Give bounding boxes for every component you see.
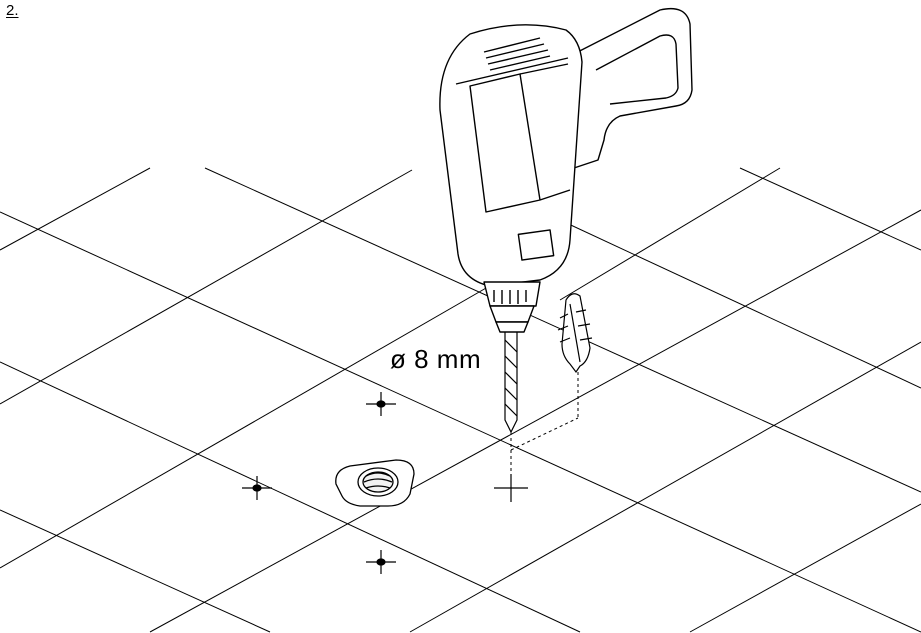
power-drill-icon bbox=[439, 7, 693, 333]
drill-position-mark-icon bbox=[366, 550, 396, 574]
drill-position-mark-icon bbox=[242, 476, 272, 500]
drill-bit-size-label: ø 8 mm bbox=[390, 344, 482, 374]
wall-plug-anchor-icon bbox=[557, 293, 593, 374]
alignment-guide-lines bbox=[510, 372, 579, 474]
drill-position-mark-icon bbox=[366, 392, 396, 416]
drill-target-crosshair-icon bbox=[494, 474, 528, 502]
step-number-label: 2. bbox=[6, 2, 19, 19]
drill-bit-icon bbox=[504, 329, 518, 434]
floor-tile-grid bbox=[0, 167, 921, 633]
threaded-nut-icon bbox=[335, 459, 415, 507]
